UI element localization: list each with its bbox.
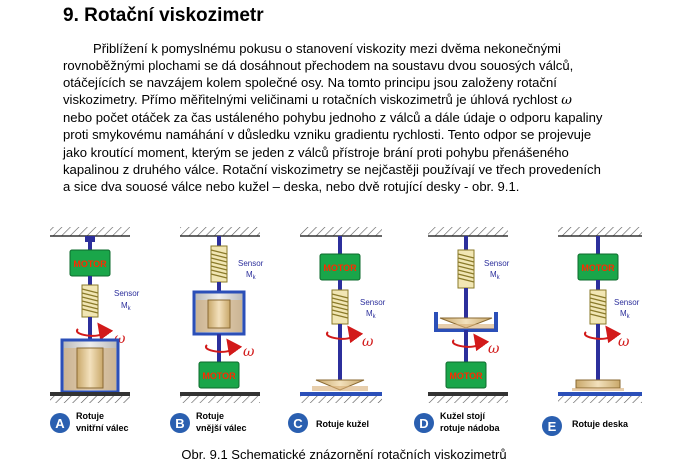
paragraph-line: proti smykovému namáhání v důsledku vzni… bbox=[63, 127, 592, 143]
sensor-spring bbox=[457, 249, 475, 289]
paragraph-line: a sice dva souosé válce nebo kužel – des… bbox=[63, 178, 520, 194]
sensor-label: Sensor bbox=[360, 298, 386, 307]
motor-label: MOTOR bbox=[73, 259, 107, 269]
moment-label: Mk bbox=[490, 270, 501, 281]
omega-label: ω bbox=[114, 331, 126, 347]
sensor-spring bbox=[589, 289, 607, 325]
panel-e: MOTOR Sensor Mk ω E Rotuje deska bbox=[542, 227, 642, 436]
figure-caption: Obr. 9.1 Schematické znázornění rotačníc… bbox=[181, 447, 507, 462]
paragraph-line: kapalinou z druhého válce. Rotační visko… bbox=[63, 161, 601, 177]
paragraph-line-text: viskozimetry. Přímo měřitelnými veličina… bbox=[63, 92, 558, 108]
panel-c: MOTOR Sensor Mk ω C Rotuje kužel bbox=[288, 227, 386, 433]
inner-cylinder bbox=[76, 347, 104, 389]
motor bbox=[445, 361, 487, 389]
panel-a: MOTOR Sensor Mk ω A Rotuje vnitřní válec bbox=[50, 227, 140, 433]
moment-label: Mk bbox=[121, 301, 132, 312]
panel-caption: Rotuje bbox=[196, 411, 224, 421]
paragraph-line: viskozimetry. Přímo měřitelnými veličina… bbox=[63, 91, 661, 109]
panel-letter: D bbox=[419, 416, 428, 431]
panel-caption: rotuje nádoba bbox=[440, 423, 500, 433]
panel-letter: E bbox=[548, 419, 557, 434]
sensor-spring bbox=[81, 284, 99, 318]
omega-label: ω bbox=[362, 334, 374, 350]
sensor-label: Sensor bbox=[484, 259, 510, 268]
moment-label: Mk bbox=[246, 270, 257, 281]
sensor-label: Sensor bbox=[114, 289, 140, 298]
section-title: 9. Rotační viskozimetr bbox=[63, 5, 264, 26]
sensor-label: Sensor bbox=[238, 259, 264, 268]
outer-cylinder bbox=[192, 290, 246, 336]
motor bbox=[577, 253, 619, 281]
motor-label: MOTOR bbox=[202, 371, 236, 381]
sensor-spring bbox=[331, 289, 349, 325]
paragraph-line: Přiblížení k pomyslnému pokusu o stanove… bbox=[63, 40, 661, 57]
outer-cylinder bbox=[60, 338, 120, 394]
panel-letter: B bbox=[175, 416, 184, 431]
letter-circle bbox=[170, 413, 190, 433]
motor bbox=[319, 253, 361, 281]
motor-label: MOTOR bbox=[449, 371, 483, 381]
panel-letter: A bbox=[55, 416, 65, 431]
paragraph-line: nebo počet otáček za čas ustáleného pohy… bbox=[63, 110, 603, 126]
letter-circle bbox=[542, 416, 562, 436]
motor-label: MOTOR bbox=[581, 263, 615, 273]
rotation-arrow bbox=[204, 338, 243, 357]
rotating-cone bbox=[315, 379, 365, 391]
rotating-vessel bbox=[434, 312, 498, 332]
omega-symbol: ω bbox=[561, 93, 572, 109]
letter-circle bbox=[50, 413, 70, 433]
rotation-arrow bbox=[75, 322, 114, 341]
panel-letter: C bbox=[293, 416, 303, 431]
rotation-arrow bbox=[451, 333, 490, 352]
omega-label: ω bbox=[488, 341, 500, 357]
motor-label: MOTOR bbox=[323, 263, 357, 273]
motor bbox=[198, 361, 240, 389]
rotating-plate bbox=[575, 379, 621, 389]
paragraph-line: rovnoběžnými plochami se dá dosáhnout př… bbox=[63, 58, 574, 74]
panel-caption: Rotuje bbox=[76, 411, 104, 421]
letter-circle bbox=[414, 413, 434, 433]
panel-caption: Kužel stojí bbox=[440, 411, 486, 421]
rotation-arrow bbox=[325, 325, 364, 344]
inner-cylinder bbox=[207, 299, 231, 329]
panel-caption: Rotuje deska bbox=[572, 419, 629, 429]
panel-d: Sensor Mk ω MOTOR D Kužel stojí rotuje n… bbox=[414, 227, 510, 433]
paragraph-line: otáčejících se navzájem kolem společné o… bbox=[63, 75, 557, 91]
sensor-spring bbox=[210, 245, 228, 283]
sensor-label: Sensor bbox=[614, 298, 640, 307]
moment-label: Mk bbox=[366, 309, 377, 320]
omega-label: ω bbox=[243, 344, 255, 360]
panel-caption: vnější válec bbox=[196, 423, 247, 433]
paragraph-line-text: Přiblížení k pomyslnému pokusu o stanove… bbox=[93, 41, 561, 56]
omega-label: ω bbox=[618, 334, 630, 350]
motor bbox=[69, 249, 111, 277]
paragraph-line: jako kroutící moment, kterým se jeden z … bbox=[63, 144, 569, 160]
letter-circle bbox=[288, 413, 308, 433]
body-paragraph: Přiblížení k pomyslnému pokusu o stanove… bbox=[63, 40, 661, 195]
ceiling-hatch bbox=[50, 227, 130, 236]
panel-caption: vnitřní válec bbox=[76, 423, 129, 433]
stationary-cone bbox=[439, 317, 493, 329]
moment-label: Mk bbox=[620, 309, 631, 320]
panel-caption: Rotuje kužel bbox=[316, 419, 369, 429]
panel-b: Sensor Mk ω MOTOR B Rotuje vnější válec bbox=[170, 227, 264, 433]
rotation-arrow bbox=[583, 325, 622, 344]
